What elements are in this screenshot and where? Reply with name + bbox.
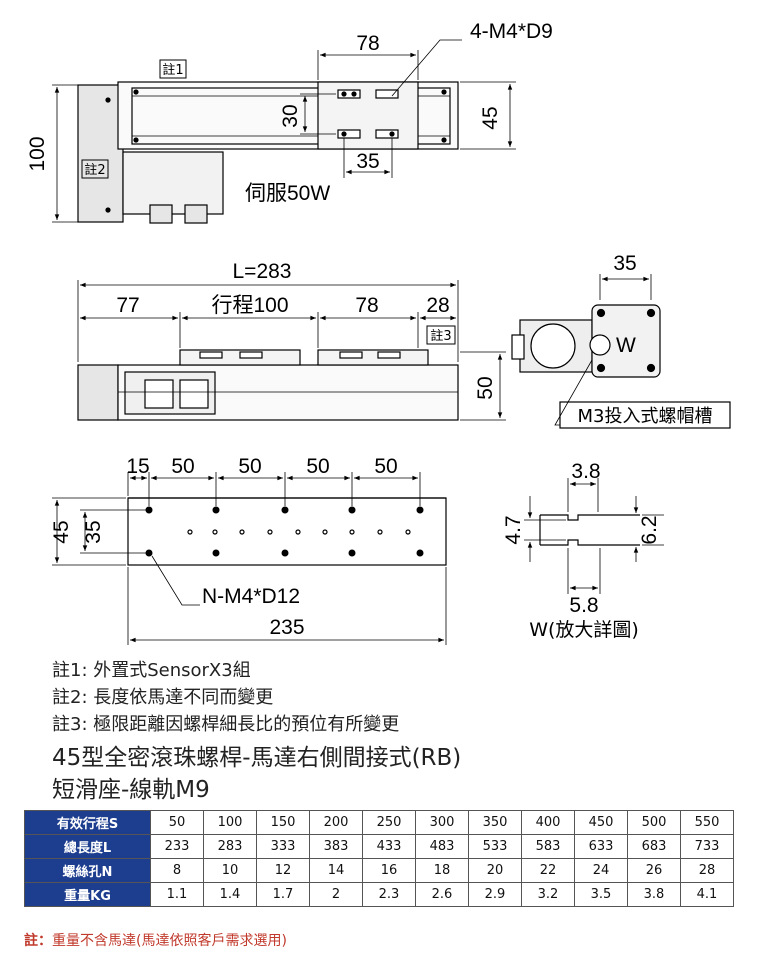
note-3: 註3: 極限距離因螺桿細長比的預位有所變更 bbox=[52, 714, 400, 735]
detail-dim-58: 5.8 bbox=[569, 594, 598, 617]
spec-cell: 200 bbox=[309, 810, 363, 835]
detail-dim-47: 4.7 bbox=[502, 515, 525, 544]
spec-cell: 1.1 bbox=[150, 882, 204, 907]
bottom-dim-50d: 50 bbox=[374, 455, 397, 478]
spec-cell: 383 bbox=[309, 834, 363, 859]
spec-cell: 16 bbox=[362, 858, 416, 883]
side-dim-78: 78 bbox=[355, 294, 378, 317]
bottom-view bbox=[52, 472, 447, 645]
side-dim-50: 50 bbox=[474, 376, 497, 399]
spec-cell: 3.2 bbox=[521, 882, 575, 907]
footnote: 註：重量不含馬達(馬達依照客戶需求選用) bbox=[24, 930, 287, 950]
spec-cell: 233 bbox=[150, 834, 204, 859]
footnote-label: 註： bbox=[24, 933, 52, 949]
spec-cell: 2 bbox=[309, 882, 363, 907]
bottom-dim-235: 235 bbox=[269, 616, 304, 639]
spec-cell: 150 bbox=[256, 810, 310, 835]
detail-caption: W(放大詳圖) bbox=[529, 619, 639, 641]
spec-cell: 300 bbox=[415, 810, 469, 835]
spec-cell: 4.1 bbox=[680, 882, 734, 907]
spec-row-label: 重量KG bbox=[24, 882, 151, 907]
spec-cell: 24 bbox=[574, 858, 628, 883]
top-dim-30: 30 bbox=[279, 104, 302, 127]
spec-cell: 22 bbox=[521, 858, 575, 883]
spec-cell: 12 bbox=[256, 858, 310, 883]
spec-cell: 350 bbox=[468, 810, 522, 835]
detail-w bbox=[524, 478, 664, 594]
side-dim-77: 77 bbox=[116, 294, 139, 317]
footnote-text: 重量不含馬達(馬達依照客戶需求選用) bbox=[52, 933, 287, 949]
spec-cell: 533 bbox=[468, 834, 522, 859]
spec-cell: 400 bbox=[521, 810, 575, 835]
spec-cell: 1.7 bbox=[256, 882, 310, 907]
spec-cell: 2.3 bbox=[362, 882, 416, 907]
top-dim-35: 35 bbox=[356, 150, 379, 173]
spec-cell: 433 bbox=[362, 834, 416, 859]
note2-tag: 註2 bbox=[84, 163, 105, 178]
spec-cell: 3.5 bbox=[574, 882, 628, 907]
spec-cell: 18 bbox=[415, 858, 469, 883]
spec-cell: 333 bbox=[256, 834, 310, 859]
top-dim-4m4: 4-M4*D9 bbox=[470, 20, 553, 43]
top-dim-45: 45 bbox=[479, 106, 502, 129]
spec-cell: 50 bbox=[150, 810, 204, 835]
side-dim-28: 28 bbox=[426, 294, 449, 317]
end-dim-35: 35 bbox=[613, 252, 636, 275]
spec-cell: 250 bbox=[362, 810, 416, 835]
top-dim-100: 100 bbox=[26, 136, 49, 171]
side-dim-L: L=283 bbox=[233, 260, 292, 283]
bottom-dim-35: 35 bbox=[82, 520, 105, 543]
note1-tag: 註1 bbox=[162, 63, 183, 78]
spec-cell: 550 bbox=[680, 810, 734, 835]
bottom-dim-50b: 50 bbox=[238, 455, 261, 478]
spec-cell: 10 bbox=[203, 858, 257, 883]
servo-label: 伺服50W bbox=[245, 182, 330, 205]
bottom-dim-45: 45 bbox=[50, 520, 73, 543]
end-label-w: W bbox=[616, 334, 636, 357]
bottom-dim-50c: 50 bbox=[306, 455, 329, 478]
note-2: 註2: 長度依馬達不同而變更 bbox=[52, 687, 274, 708]
top-view bbox=[52, 39, 516, 224]
side-dim-stroke: 行程100 bbox=[211, 294, 288, 317]
detail-dim-38: 3.8 bbox=[571, 460, 600, 483]
spec-cell: 283 bbox=[203, 834, 257, 859]
spec-cell: 483 bbox=[415, 834, 469, 859]
spec-cell: 20 bbox=[468, 858, 522, 883]
spec-cell: 100 bbox=[203, 810, 257, 835]
spec-row-label: 螺絲孔N bbox=[24, 858, 151, 883]
slot-label: M3投入式螺帽槽 bbox=[578, 406, 713, 427]
spec-cell: 633 bbox=[574, 834, 628, 859]
spec-cell: 2.6 bbox=[415, 882, 469, 907]
note3-tag: 註3 bbox=[430, 329, 451, 344]
spec-cell: 3.8 bbox=[627, 882, 681, 907]
spec-row-label: 總長度L bbox=[24, 834, 151, 859]
technical-drawing: 78 4-M4*D9 30 45 35 100 註1 註2 伺服50W bbox=[26, 20, 731, 645]
bottom-dim-15: 15 bbox=[126, 455, 149, 478]
top-dim-78: 78 bbox=[356, 32, 379, 55]
spec-cell: 450 bbox=[574, 810, 628, 835]
detail-dim-62: 6.2 bbox=[638, 515, 661, 544]
product-title: 45型全密滾珠螺桿-馬達右側間接式(RB) bbox=[52, 745, 462, 771]
spec-row-label: 有效行程S bbox=[24, 810, 151, 835]
note-1: 註1: 外置式SensorX3組 bbox=[52, 660, 251, 681]
spec-cell: 2.9 bbox=[468, 882, 522, 907]
spec-cell: 26 bbox=[627, 858, 681, 883]
spec-cell: 1.4 bbox=[203, 882, 257, 907]
spec-cell: 683 bbox=[627, 834, 681, 859]
bottom-holes-label: N-M4*D12 bbox=[202, 585, 300, 608]
product-subtitle: 短滑座-線軌M9 bbox=[52, 777, 210, 803]
spec-cell: 28 bbox=[680, 858, 734, 883]
spec-cell: 583 bbox=[521, 834, 575, 859]
spec-cell: 8 bbox=[150, 858, 204, 883]
spec-cell: 500 bbox=[627, 810, 681, 835]
bottom-dim-50a: 50 bbox=[171, 455, 194, 478]
spec-cell: 733 bbox=[680, 834, 734, 859]
spec-cell: 14 bbox=[309, 858, 363, 883]
side-view bbox=[77, 274, 731, 429]
